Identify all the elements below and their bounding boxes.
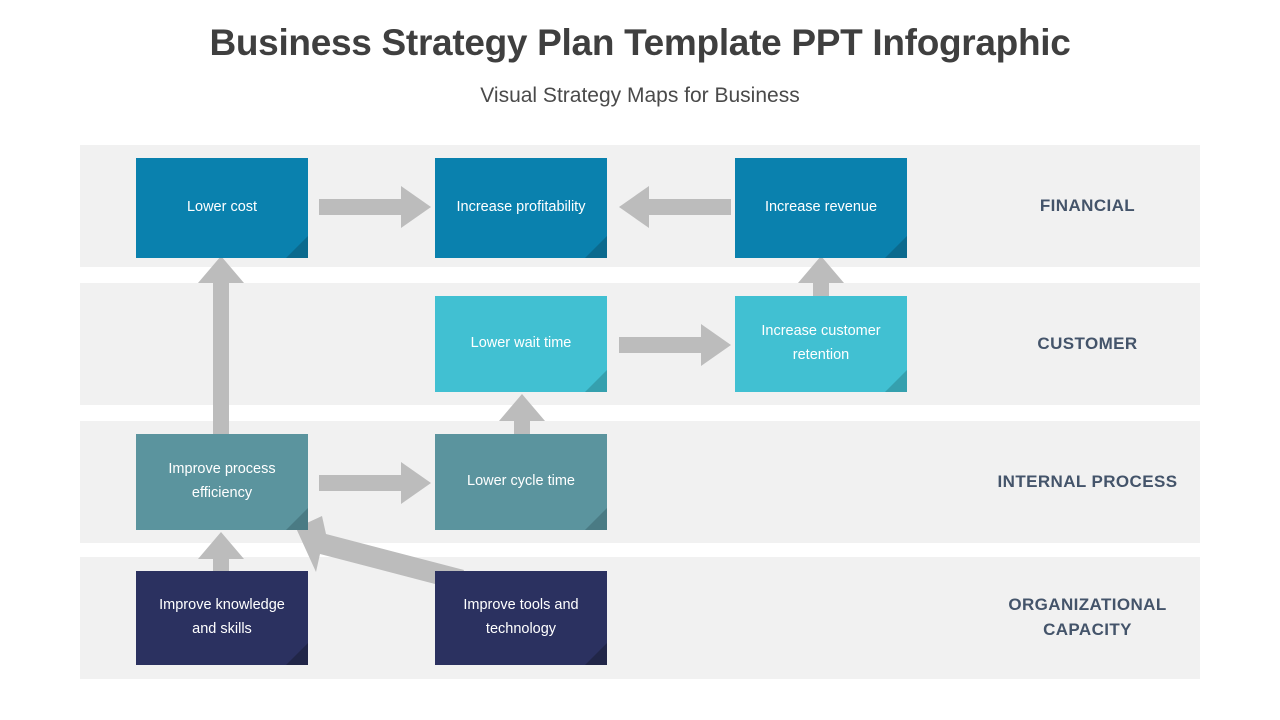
page-title: Business Strategy Plan Template PPT Info…: [209, 22, 1071, 63]
box-lower-wait-time[interactable]: Lower wait time: [435, 296, 607, 392]
folded-corner-icon: [585, 508, 607, 530]
arrow-improve-process-efficiency-to-lower-cycle-time: [319, 462, 431, 504]
arrow-increase-customer-retention-to-increase-revenue: [796, 256, 846, 308]
folded-corner-icon: [286, 236, 308, 258]
folded-corner-icon: [286, 508, 308, 530]
page-subtitle: Visual Strategy Maps for Business: [480, 84, 800, 107]
arrow-lower-wait-time-to-increase-customer-retention: [619, 324, 731, 366]
folded-corner-icon: [885, 236, 907, 258]
folded-corner-icon: [885, 370, 907, 392]
folded-corner-icon: [286, 643, 308, 665]
folded-corner-icon: [585, 236, 607, 258]
box-improve-knowledge-and-skills[interactable]: Improve knowledge and skills: [136, 571, 308, 665]
box-label: Lower cycle time: [467, 473, 575, 490]
box-label: Lower cost: [186, 199, 258, 216]
band-label-internal-process: INTERNAL PROCESS: [997, 471, 1178, 491]
box-increase-revenue[interactable]: Increase revenue: [735, 158, 907, 258]
box-lower-cycle-time[interactable]: Lower cycle time: [435, 434, 607, 530]
arrow-lower-cycle-time-to-lower-wait-time: [497, 394, 547, 446]
box-improve-process-efficiency[interactable]: Improve process efficiency: [136, 434, 308, 530]
box-label: Increase profitability: [456, 199, 586, 216]
arrow-improve-tools-and-technology-to-improve-process-efficiency: [296, 510, 466, 590]
box-increase-profitability[interactable]: Increase profitability: [435, 158, 607, 258]
arrow-improve-knowledge-and-skills-to-improve-process-efficiency: [196, 532, 246, 584]
band-label-organizational-capacity: ORGANIZATIONAL CAPACITY: [1008, 595, 1167, 639]
band-label-customer: CUSTOMER: [1037, 333, 1138, 353]
folded-corner-icon: [585, 370, 607, 392]
box-label: Improve tools and technology: [463, 597, 579, 637]
band-label-financial: FINANCIAL: [1039, 195, 1136, 215]
arrow-lower-cost-to-increase-profitability: [319, 186, 431, 228]
arrow-increase-revenue-to-increase-profitability: [619, 186, 731, 228]
box-label: Increase revenue: [764, 199, 878, 216]
box-label: Improve knowledge and skills: [159, 597, 285, 637]
box-improve-tools-and-technology[interactable]: Improve tools and technology: [435, 571, 607, 665]
folded-corner-icon: [585, 643, 607, 665]
box-increase-customer-retention[interactable]: Increase customer retention: [735, 296, 907, 392]
box-label: Increase customer retention: [761, 323, 881, 363]
box-label: Lower wait time: [470, 335, 572, 352]
arrow-improve-process-efficiency-to-lower-cost: [196, 256, 246, 446]
box-lower-cost[interactable]: Lower cost: [136, 158, 308, 258]
box-label: Improve process efficiency: [168, 461, 276, 501]
